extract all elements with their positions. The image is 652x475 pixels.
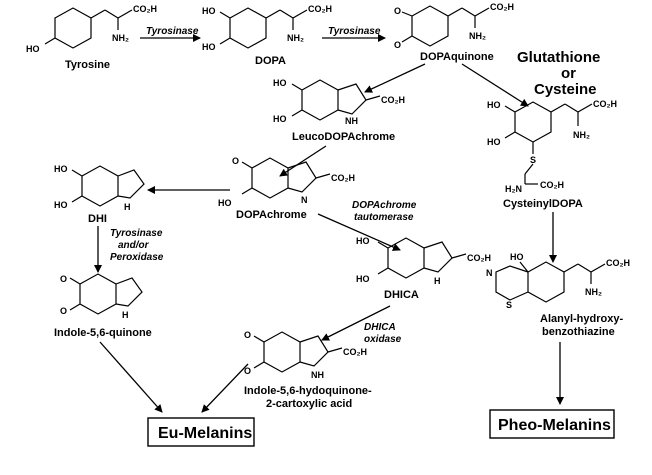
- dopa-structure: CO₂H NH₂ HO HO: [202, 4, 332, 52]
- alanyl-nh2: NH₂: [585, 287, 602, 297]
- dhica-ho-top: HO: [356, 236, 370, 246]
- cysteinyldopa-co2h-2: CO₂H: [540, 180, 564, 190]
- dopaquinone-label: DOPAquinone: [420, 51, 494, 63]
- leucodopachrome-co2h: CO₂H: [381, 95, 405, 105]
- dopachrome-o: O: [232, 156, 239, 166]
- enzyme-tyrosinase-peroxidase-line3: Peroxidase: [110, 252, 164, 263]
- dhi-ho-bottom: HO: [54, 200, 68, 210]
- indole-quinone-label: Indole-5,6-quinone: [54, 327, 152, 339]
- eu-melanins-label: Eu-Melanins: [158, 425, 252, 442]
- indole-hydroquinone-structure: CO₂H NH O O: [244, 330, 367, 380]
- alanyl-label-line2: benzothiazine: [542, 326, 615, 338]
- enzyme-dhica-oxidase-line1: DHICA: [364, 322, 396, 333]
- leucodopachrome-ho-top: HO: [273, 78, 287, 88]
- cysteinyldopa-structure: CO₂H NH₂ HO HO S H₂N CO₂H: [487, 99, 617, 194]
- arrow-indole-quinone-to-eu-melanins: [99, 341, 163, 413]
- indole-quinone-o-bottom: O: [60, 306, 67, 316]
- leucodopachrome-ho-bottom: HO: [273, 114, 287, 124]
- branch-label-line1: Glutathione: [517, 49, 600, 66]
- dopa-nh2: NH₂: [287, 33, 304, 43]
- eu-melanins-box: Eu-Melanins: [147, 417, 255, 447]
- indole-hydroquinone-label-line1: Indole-5,6-hydoquinone-: [244, 385, 372, 397]
- branch-label-line2: or: [561, 65, 576, 82]
- leucodopachrome-label: LeucoDOPAchrome: [292, 131, 395, 143]
- arrow-dhica-to-indole-hydroquinone: [321, 305, 391, 341]
- alanyl-s: S: [506, 300, 512, 310]
- arrow-dopaquinone-to-cysteinyldopa: [461, 63, 529, 107]
- enzyme-tyrosinase-1: Tyrosinase: [146, 26, 199, 37]
- dhica-ho-bottom: HO: [356, 274, 370, 284]
- indole-hydroquinone-label-line2: 2-cartoxylic acid: [266, 398, 352, 410]
- branch-label-line3: Cysteine: [534, 81, 597, 98]
- leucodopachrome-nh: NH: [345, 116, 358, 126]
- dhi-label: DHI: [88, 213, 107, 225]
- dopachrome-co2h: CO₂H: [331, 173, 355, 183]
- cysteinyldopa-ho-top: HO: [487, 100, 501, 110]
- dopaquinone-o-bottom: O: [394, 40, 401, 50]
- dopa-ho-top: HO: [202, 6, 216, 16]
- tyrosine-co2h: CO₂H: [133, 4, 157, 14]
- dhica-co2h: CO₂H: [467, 253, 491, 263]
- dopachrome-ho: HO: [218, 198, 232, 208]
- indole-hydroquinone-o-bottom: O: [244, 366, 251, 376]
- alanyl-label-line1: Alanyl-hydroxy-: [540, 313, 623, 325]
- tyrosine-label: Tyrosine: [65, 59, 110, 71]
- indole-quinone-h: H: [122, 310, 129, 320]
- pheo-melanins-label: Pheo-Melanins: [498, 417, 611, 434]
- arrow-dopaquinone-to-leucodopachrome: [364, 63, 426, 93]
- dopaquinone-structure: CO₂H NH₂ O O: [394, 2, 514, 50]
- enzyme-dopachrome-tautomerase-line1: DOPAchrome: [352, 200, 417, 211]
- cysteinyldopa-nh2: NH₂: [573, 130, 590, 140]
- arrow-leucodopachrome-to-dopachrome: [279, 145, 327, 177]
- indole-quinone-structure: O O H: [60, 273, 143, 320]
- dopachrome-structure: CO₂H N O HO: [218, 156, 355, 208]
- indole-hydroquinone-o-top: O: [244, 330, 251, 340]
- cysteinyldopa-ho-bottom: HO: [487, 137, 501, 147]
- enzyme-dhica-oxidase-line2: oxidase: [364, 334, 402, 345]
- enzyme-tyrosinase-peroxidase-line1: Tyrosinase: [110, 228, 163, 239]
- dhi-nh: H: [124, 202, 131, 212]
- enzyme-dopachrome-tautomerase-line2: tautomerase: [354, 212, 414, 223]
- dopachrome-n: N: [301, 195, 308, 205]
- dhica-structure: CO₂H H HO HO: [356, 236, 491, 286]
- dopachrome-label: DOPAchrome: [236, 209, 307, 221]
- dopa-label: DOPA: [255, 55, 286, 67]
- dopaquinone-nh2: NH₂: [469, 31, 486, 41]
- tyrosine-structure: CO₂H NH₂ HO: [26, 4, 157, 54]
- alanyl-n: N: [486, 268, 493, 278]
- leucodopachrome-structure: CO₂H NH HO HO: [273, 78, 405, 126]
- dhi-structure: HO HO H: [54, 164, 145, 212]
- dopa-ho-bottom: HO: [202, 42, 216, 52]
- tyrosine-ho: HO: [26, 44, 40, 54]
- arrow-dopachrome-to-dhica: [317, 213, 401, 251]
- dhi-ho-top: HO: [54, 164, 68, 174]
- alanyl-structure: CO₂H NH₂ HO N S: [486, 252, 630, 310]
- cysteinyldopa-co2h: CO₂H: [593, 99, 617, 109]
- dopa-co2h: CO₂H: [308, 4, 332, 14]
- indole-hydroquinone-nh: NH: [311, 370, 324, 380]
- indole-hydroquinone-co2h: CO₂H: [343, 347, 367, 357]
- alanyl-co2h: CO₂H: [606, 258, 630, 268]
- dopaquinone-o-top: O: [394, 6, 401, 16]
- cysteinyldopa-h2n: H₂N: [505, 184, 522, 194]
- arrow-indole-hydroquinone-to-eu-melanins: [201, 363, 249, 413]
- dopaquinone-co2h: CO₂H: [490, 2, 514, 12]
- tyrosine-nh2: NH₂: [112, 33, 129, 43]
- enzyme-tyrosinase-2: Tyrosinase: [328, 26, 381, 37]
- dhica-nh: H: [434, 276, 441, 286]
- indole-quinone-o-top: O: [60, 274, 67, 284]
- pheo-melanins-box: Pheo-Melanins: [489, 409, 615, 439]
- enzyme-tyrosinase-peroxidase-line2: and/or: [118, 240, 150, 251]
- cysteinyldopa-label: CysteinylDOPA: [503, 198, 583, 210]
- alanyl-ho: HO: [510, 252, 524, 262]
- dhica-label: DHICA: [384, 289, 419, 301]
- cysteinyldopa-s: S: [530, 155, 536, 165]
